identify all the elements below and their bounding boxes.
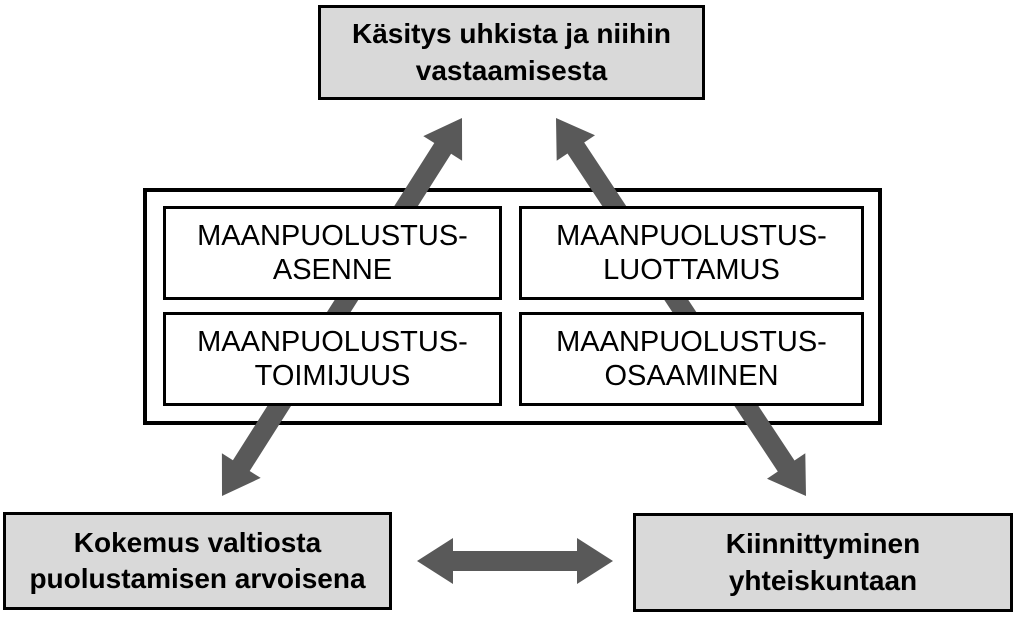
box-maanpuolustus-toimijuus: MAANPUOLUSTUS- TOIMIJUUS bbox=[163, 312, 502, 406]
box-label-line: MAANPUOLUSTUS- bbox=[556, 219, 827, 252]
box-maanpuolustus-luottamus: MAANPUOLUSTUS- LUOTTAMUS bbox=[519, 206, 864, 300]
box-label-line: OSAAMINEN bbox=[604, 360, 779, 392]
box-label-line: MAANPUOLUSTUS- bbox=[197, 325, 468, 358]
box-label-line: MAANPUOLUSTUS- bbox=[197, 219, 468, 252]
box-attachment-to-society: Kiinnittyminen yhteiskuntaan bbox=[633, 513, 1013, 612]
arrow-top-bottomright bbox=[556, 118, 806, 496]
box-label-line: ASENNE bbox=[272, 254, 393, 286]
box-label-line: TOIMIJUUS bbox=[254, 360, 411, 392]
arrow-bottomleft-top bbox=[221, 118, 463, 496]
box-attachment-to-society-label: Kiinnittyminen yhteiskuntaan bbox=[725, 528, 921, 596]
box-maanpuolustus-asenne: MAANPUOLUSTUS- ASENNE bbox=[163, 206, 502, 300]
box-label-line: LUOTTAMUS bbox=[603, 254, 780, 286]
box-state-worth-defending: Kokemus valtiosta puolustamisen arvoisen… bbox=[3, 512, 392, 610]
box-label-line: MAANPUOLUSTUS- bbox=[556, 325, 827, 358]
arrow-bottomleft-bottomright bbox=[417, 538, 613, 584]
box-threat-perception: Käsitys uhkista ja niihin vastaamisesta bbox=[318, 5, 705, 100]
box-maanpuolustus-osaaminen: MAANPUOLUSTUS- OSAAMINEN bbox=[519, 312, 864, 406]
box-threat-perception-label: Käsitys uhkista ja niihin vastaamisesta bbox=[352, 18, 671, 86]
box-state-worth-defending-label: Kokemus valtiosta puolustamisen arvoisen… bbox=[29, 526, 366, 594]
